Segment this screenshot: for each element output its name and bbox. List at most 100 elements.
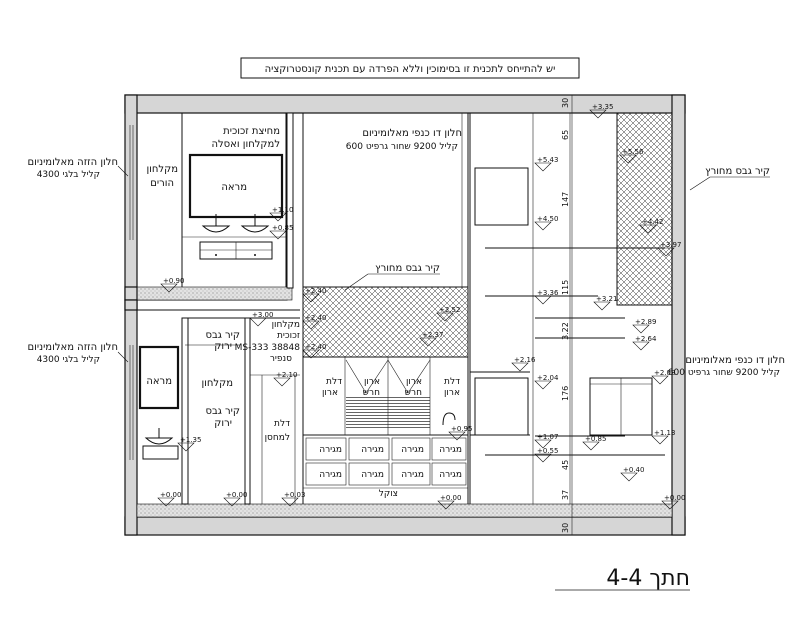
perforated-gypsum-panel	[302, 286, 469, 358]
label-closet-shelves-2: ארון	[406, 377, 422, 387]
svg-text:הורים: הורים	[150, 178, 174, 189]
svg-text:147: 147	[561, 192, 570, 207]
header-note: יש להתייחס לתכנית זו בסימוכין וללא הפרדה…	[240, 57, 580, 79]
label-closet-door-left: דלת	[326, 377, 342, 387]
svg-text:+3.97: +3.97	[660, 241, 681, 249]
label-parents-shower: מקלחון	[146, 164, 178, 175]
label-storage-door: דלת	[274, 419, 290, 429]
svg-text:חרש: חרש	[405, 388, 422, 398]
annotations: חלון הזזה מאלומיניום קליל בלגי 4300 חלון…	[27, 126, 785, 499]
svg-text:+1.10: +1.10	[272, 206, 293, 214]
svg-text:+2.52: +2.52	[439, 306, 460, 314]
label-drawer: מגירה	[361, 470, 384, 480]
svg-text:+2.89: +2.89	[635, 318, 656, 326]
floor-screed	[136, 503, 673, 518]
sink-lower	[144, 437, 174, 445]
svg-text:זכוכית: זכוכית	[277, 331, 300, 341]
dimension-column: 30 65 147 115 3.22 176 45 37 30	[561, 95, 573, 535]
right-wall	[671, 94, 686, 536]
svg-text:+5.56: +5.56	[622, 148, 644, 156]
label-glass-shower: מקלחון	[272, 320, 300, 330]
label-gypsum-green-1: קיר גבס	[205, 330, 240, 341]
label-closet-door-right: דלת	[444, 377, 460, 387]
label-window-left-top: חלון הזזה מאלומיניום	[27, 157, 118, 168]
svg-text:+1.13: +1.13	[654, 429, 675, 437]
svg-text:+3.00: +3.00	[252, 311, 273, 319]
mirror-lower	[138, 345, 180, 410]
upper-bathroom	[124, 112, 294, 301]
upper-floor-slab	[136, 286, 293, 301]
svg-text:+3.35: +3.35	[592, 103, 613, 111]
svg-text:ארון: ארון	[444, 388, 460, 398]
svg-text:+0.00: +0.00	[226, 491, 247, 499]
svg-text:+0.55: +0.55	[537, 447, 558, 455]
label-drawer: מגירה	[439, 470, 462, 480]
perforated-gypsum-right	[616, 112, 673, 306]
svg-text:+2.40: +2.40	[305, 287, 326, 295]
svg-text:+0.85: +0.85	[272, 224, 293, 232]
mirror-upper	[188, 153, 284, 219]
svg-text:+3.36: +3.36	[537, 289, 559, 297]
svg-text:176: 176	[561, 386, 570, 401]
svg-text:קליל 9200 שחור גרפיט 600: קליל 9200 שחור גרפיט 600	[668, 368, 780, 378]
left-wall	[124, 94, 138, 536]
svg-text:3.22: 3.22	[561, 322, 570, 340]
section-title: חתך 4-4	[555, 566, 690, 591]
closet-zone	[302, 113, 469, 504]
svg-text:37: 37	[561, 490, 570, 500]
label-mirror-bottom: מראה	[146, 376, 172, 387]
svg-text:+4.42: +4.42	[642, 218, 663, 226]
outer-walls	[124, 94, 686, 536]
svg-text:+2.16: +2.16	[514, 356, 536, 364]
svg-text:+2.40: +2.40	[305, 343, 326, 351]
svg-text:65: 65	[561, 130, 570, 140]
floor-slab	[124, 516, 686, 536]
section-title-text: חתך 4-4	[606, 566, 690, 591]
svg-text:45: 45	[561, 460, 570, 470]
window-r1	[474, 167, 529, 226]
label-drawer: מגירה	[439, 445, 462, 455]
label-closet-shelves-1: ארון	[364, 377, 380, 387]
drawers	[305, 437, 467, 486]
window-r2	[474, 377, 529, 436]
header-note-text: יש להתייחס לתכנית זו בסימוכין וללא הפרדה…	[265, 64, 556, 75]
svg-text:קליל בלגי 4300: קליל בלגי 4300	[37, 170, 100, 180]
svg-text:30: 30	[561, 523, 570, 533]
label-drawer: מגירה	[401, 445, 424, 455]
right-area	[469, 112, 673, 504]
svg-text:קליל 9200 שחור גרפיט 600: קליל 9200 שחור גרפיט 600	[346, 142, 458, 152]
svg-text:+0.00: +0.00	[440, 494, 461, 502]
lower-bathroom	[124, 299, 300, 505]
svg-text:+2.37: +2.37	[422, 331, 443, 339]
svg-text:ירוק: ירוק	[214, 341, 232, 352]
svg-text:+0.85: +0.85	[585, 435, 606, 443]
svg-text:+0.90: +0.90	[163, 277, 184, 285]
svg-text:MS-333 38848: MS-333 38848	[235, 343, 301, 353]
shelves	[346, 395, 430, 430]
svg-text:+2.04: +2.04	[537, 374, 559, 382]
label-glass-partition: מחיצת זכוכית	[223, 126, 280, 137]
faucet	[442, 412, 456, 426]
svg-text:+0.03: +0.03	[284, 491, 305, 499]
label-plinth: צוקל	[379, 489, 398, 499]
label-perforated-gypsum-top: קיר גבס מחורץ	[375, 263, 440, 274]
label-window-left-bottom: חלון הזזה מאלומיניום	[27, 342, 118, 353]
label-perforated-gypsum-right: קיר גבס מחורץ	[705, 166, 770, 177]
label-window-top: חלון דו כנפי מאלומיניום	[362, 128, 462, 139]
svg-text:ירוק: ירוק	[214, 418, 232, 429]
label-drawer: מגירה	[319, 445, 342, 455]
svg-text:קליל בלגי 4300: קליל בלגי 4300	[37, 355, 100, 365]
svg-text:+4.50: +4.50	[537, 215, 558, 223]
svg-text:115: 115	[561, 280, 570, 295]
svg-text:+2.64: +2.64	[635, 335, 657, 343]
svg-text:+2.10: +2.10	[276, 371, 297, 379]
label-drawer: מגירה	[401, 470, 424, 480]
svg-text:למחסן: למחסן	[265, 433, 290, 443]
label-gypsum-green-2: קיר גבס	[205, 406, 240, 417]
label-mirror-top: מראה	[221, 182, 247, 193]
svg-text:+5.43: +5.43	[537, 156, 558, 164]
label-drawer: מגירה	[319, 470, 342, 480]
svg-text:חרש: חרש	[363, 388, 380, 398]
svg-text:סנפיר: סנפיר	[270, 354, 292, 364]
sink-left	[201, 225, 231, 233]
